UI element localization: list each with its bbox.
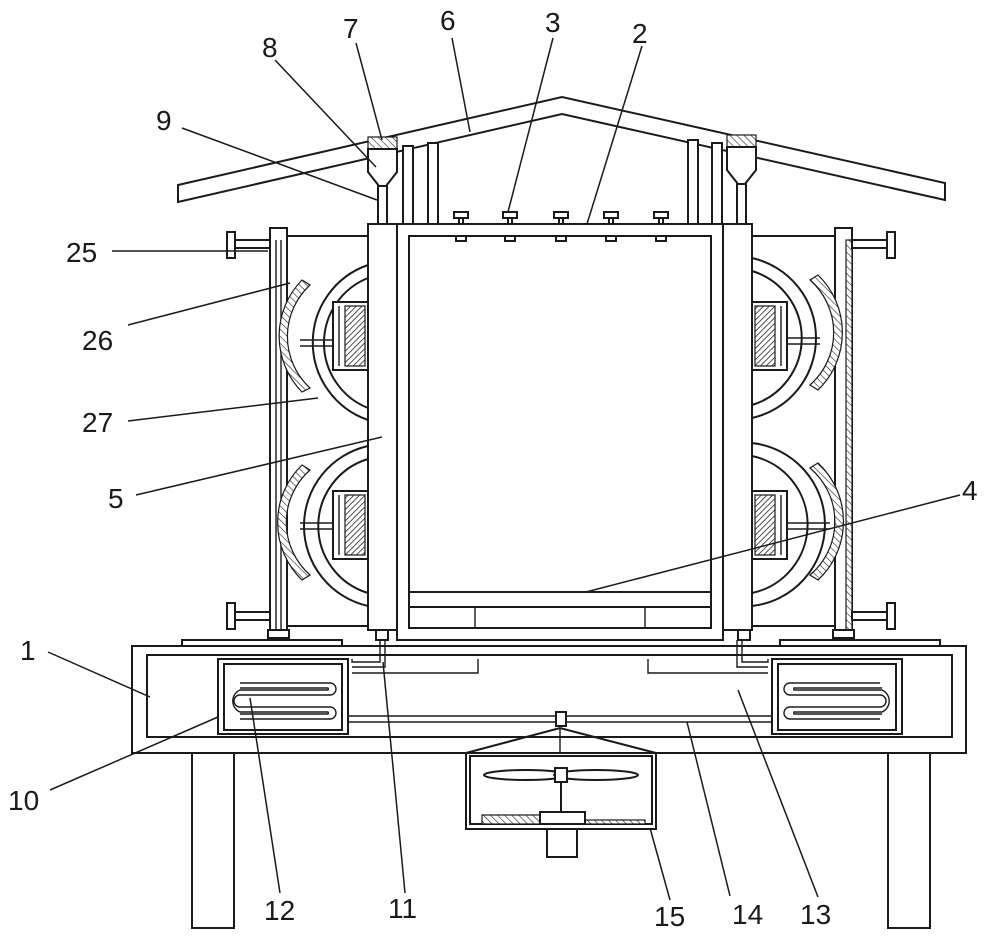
label-6: 6 <box>440 5 456 36</box>
left-adjust-rod <box>226 227 290 639</box>
label-1: 1 <box>20 635 36 666</box>
label-9: 9 <box>156 105 172 136</box>
leader-lines <box>47 37 961 901</box>
heater-boxes <box>217 658 903 735</box>
label-11: 11 <box>388 893 417 924</box>
table-legs <box>191 752 931 929</box>
label-7: 7 <box>343 13 359 44</box>
side-frames <box>287 235 835 627</box>
label-5: 5 <box>108 483 124 514</box>
label-4: 4 <box>962 475 978 506</box>
label-13: 13 <box>800 899 831 930</box>
fan-housing <box>465 726 657 858</box>
label-27: 27 <box>82 407 113 438</box>
left-lower-drum <box>277 445 369 607</box>
right-upper-drum <box>751 257 843 419</box>
pipes <box>348 640 772 727</box>
part-labels: 6 7 8 9 3 2 25 26 27 5 4 1 10 12 11 15 1… <box>8 5 978 932</box>
main-chamber <box>396 223 724 641</box>
label-12: 12 <box>264 895 295 926</box>
left-gutter-assembly <box>367 136 439 225</box>
label-2: 2 <box>632 18 648 49</box>
label-14: 14 <box>732 899 763 930</box>
base-table <box>131 639 967 754</box>
label-25: 25 <box>66 237 97 268</box>
label-15: 15 <box>654 901 685 932</box>
right-adjust-rod <box>832 227 896 639</box>
left-upper-drum <box>278 264 369 421</box>
right-gutter-assembly <box>687 134 757 225</box>
right-lower-drum <box>751 442 845 607</box>
roof <box>177 95 946 204</box>
label-3: 3 <box>545 7 561 38</box>
label-26: 26 <box>82 325 113 356</box>
label-10: 10 <box>8 785 39 816</box>
spray-nozzles <box>453 211 669 242</box>
label-8: 8 <box>262 32 278 63</box>
